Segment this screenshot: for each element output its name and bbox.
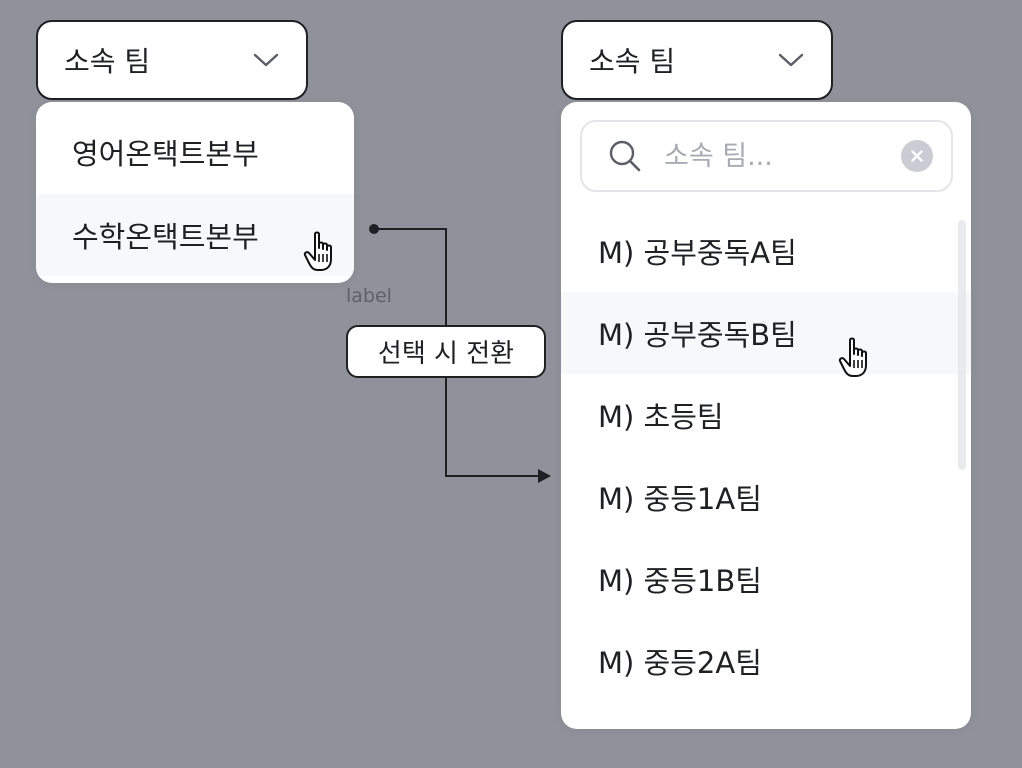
chevron-down-icon <box>253 53 279 67</box>
clear-icon <box>911 150 923 162</box>
option-elementary-team[interactable]: M) 초등팀 <box>561 374 971 456</box>
callout-text: 선택 시 전환 <box>377 339 515 369</box>
options-scrollbar[interactable] <box>958 220 966 470</box>
chevron-down-icon <box>778 53 804 67</box>
team-search-box <box>580 120 953 192</box>
left-select-label: 소속 팀 <box>64 45 151 78</box>
option-label: M) 중등2A팀 <box>598 646 762 680</box>
option-label: 영어온택트본부 <box>72 137 259 171</box>
option-label: M) 공부중독A팀 <box>598 236 797 270</box>
option-study-b-team[interactable]: M) 공부중독B팀 <box>561 292 971 374</box>
hand-pointer-icon <box>303 231 332 271</box>
transition-callout: 선택 시 전환 <box>346 325 546 378</box>
option-middle-1a-team[interactable]: M) 중등1A팀 <box>561 456 971 538</box>
option-label: M) 공부중독B팀 <box>598 318 797 352</box>
option-label: M) 중등1A팀 <box>598 482 762 516</box>
right-dropdown-menu: M) 공부중독A팀 M) 공부중독B팀 M) 초등팀 M) 중등1A팀 M) 중… <box>561 102 971 729</box>
right-team-select[interactable]: 소속 팀 <box>561 20 833 100</box>
option-math-ontact[interactable]: 수학온택트본부 <box>36 194 354 276</box>
option-label: M) 중등1B팀 <box>598 564 762 598</box>
search-icon <box>609 140 641 172</box>
left-dropdown-menu: 영어온택트본부 수학온택트본부 <box>36 102 354 283</box>
option-label: M) 초등팀 <box>598 400 724 434</box>
option-study-a-team[interactable]: M) 공부중독A팀 <box>561 210 971 292</box>
team-search-input[interactable] <box>664 140 874 172</box>
option-middle-2a-team[interactable]: M) 중등2A팀 <box>561 620 971 702</box>
annotation-label: label <box>346 285 392 307</box>
option-english-ontact[interactable]: 영어온택트본부 <box>36 110 354 194</box>
left-team-select[interactable]: 소속 팀 <box>36 20 308 100</box>
arrow-right-icon <box>538 469 551 483</box>
right-select-label: 소속 팀 <box>589 45 676 78</box>
option-label: 수학온택트본부 <box>72 220 259 254</box>
clear-search-button[interactable] <box>901 140 933 172</box>
option-middle-1b-team[interactable]: M) 중등1B팀 <box>561 538 971 620</box>
hand-pointer-icon <box>838 337 867 377</box>
